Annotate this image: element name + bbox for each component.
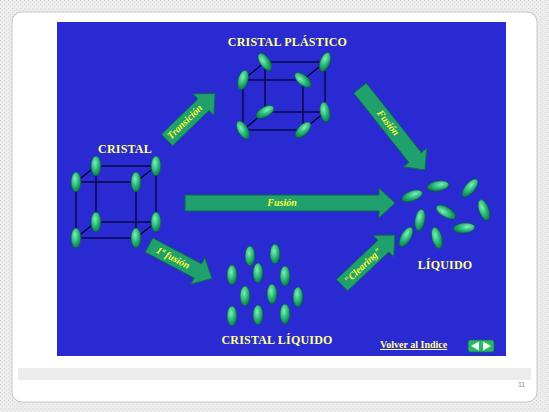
transition-arrow [337,235,396,291]
state-name: CRISTAL [98,142,152,157]
arrow-label: 1ª fusión [155,245,192,271]
state-node: LÍQUIDO [395,170,495,275]
nav-link: Volver al Indice [380,339,447,350]
state-name: LÍQUIDO [418,258,473,273]
arrow-label: Fusión [267,198,296,208]
state-name: CRISTAL PLÁSTICO [228,35,347,50]
arrow-label: "Clearing" [342,246,383,286]
state-node: CRISTAL [65,140,185,245]
state-node: CRISTAL PLÁSTICO [215,33,360,143]
arrow-label: Transición [166,103,205,141]
state-node: CRISTAL LÍQUIDO [212,240,342,350]
transition-arrow [354,83,427,170]
transition-arrow [145,238,212,284]
page-number: 11 [518,381,525,388]
state-name: CRISTAL LÍQUIDO [221,333,332,348]
transition-arrow [161,94,215,146]
arrow-label: Fusión [374,108,400,137]
transition-arrow [185,188,395,218]
